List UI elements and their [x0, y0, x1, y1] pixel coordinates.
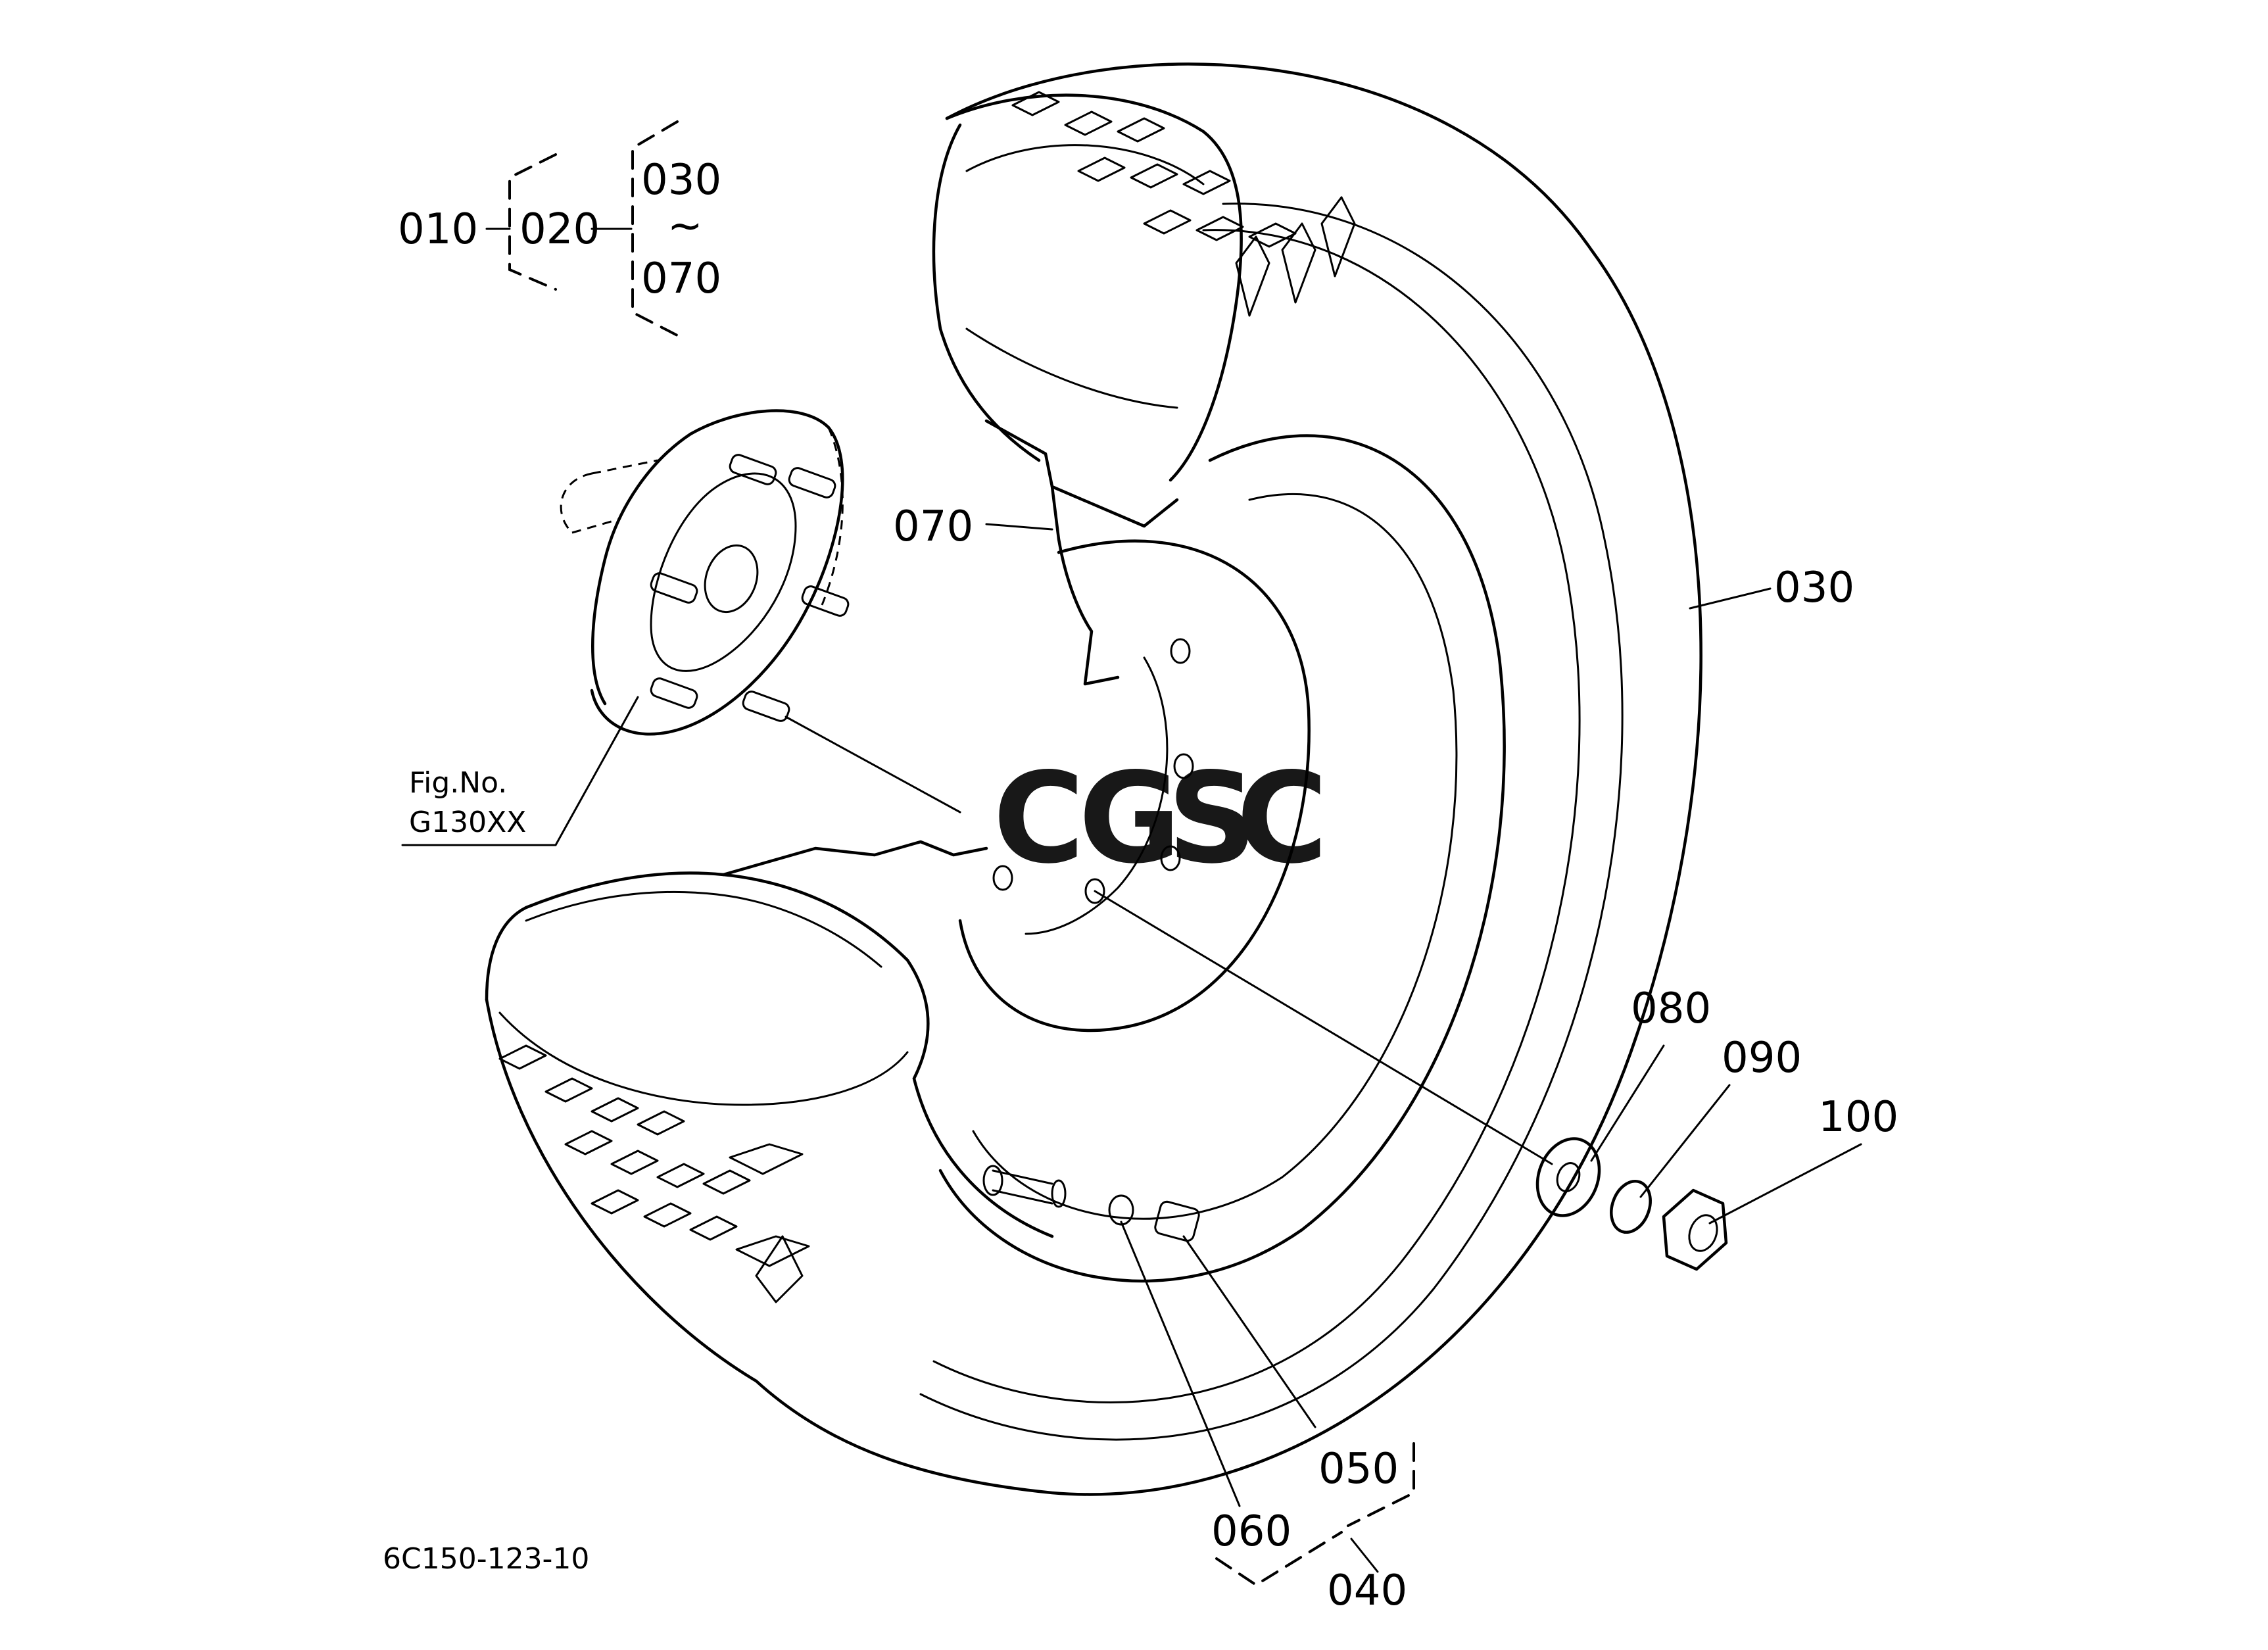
watermark-letter-4: C: [1236, 746, 1328, 891]
label-range-start: 030: [641, 156, 721, 205]
label-wheel-020: 020: [519, 205, 600, 254]
label-assembly-010: 010: [398, 205, 478, 254]
watermark-letter-2: G: [1078, 746, 1181, 891]
fig-ref-line1: Fig.No.: [409, 766, 507, 800]
spring-washer-drawing: [1610, 1179, 1652, 1234]
fig-ref-line2: G130XX: [409, 806, 526, 839]
figure-code: 6C150-123-10: [383, 1542, 589, 1576]
label-range-end: 070: [641, 255, 721, 303]
valve-drawing: [982, 1165, 1200, 1242]
label-valve-assembly-040: 040: [1327, 1566, 1407, 1615]
nut-drawing: [1662, 1188, 1728, 1271]
label-valve-core-060: 060: [1211, 1507, 1291, 1556]
watermark-letter-1: C: [993, 746, 1084, 891]
washer-drawing: [1535, 1137, 1601, 1217]
label-range-sep: ~: [667, 202, 703, 251]
label-tube-070: 070: [893, 502, 973, 551]
grouping-brackets: [508, 120, 1415, 1587]
label-nut-100: 100: [1818, 1093, 1898, 1142]
labels: 010 020 030 ~ 070 070 030 080 090 100 05…: [383, 156, 1898, 1615]
watermark-letter-3: S: [1167, 746, 1257, 891]
watermark: C G S C: [993, 746, 1328, 891]
label-spring-washer-090: 090: [1722, 1034, 1802, 1082]
tire-drawing: [485, 62, 1702, 1496]
hub-drawing: [560, 409, 850, 736]
label-tire-030: 030: [1774, 564, 1854, 612]
label-washer-080: 080: [1631, 984, 1711, 1033]
leader-lines: [401, 228, 1862, 1573]
label-valve-cap-050: 050: [1318, 1445, 1399, 1493]
